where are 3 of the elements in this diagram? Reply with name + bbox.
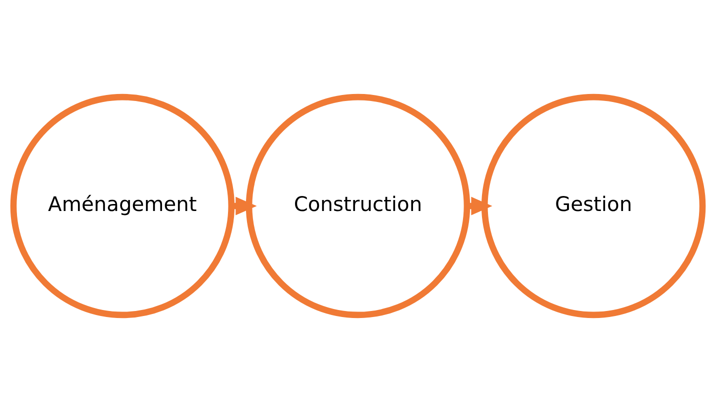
node-circle: Aménagement: [10, 94, 235, 318]
node-circle: Gestion: [481, 94, 706, 318]
node-circle: Construction: [246, 94, 470, 318]
